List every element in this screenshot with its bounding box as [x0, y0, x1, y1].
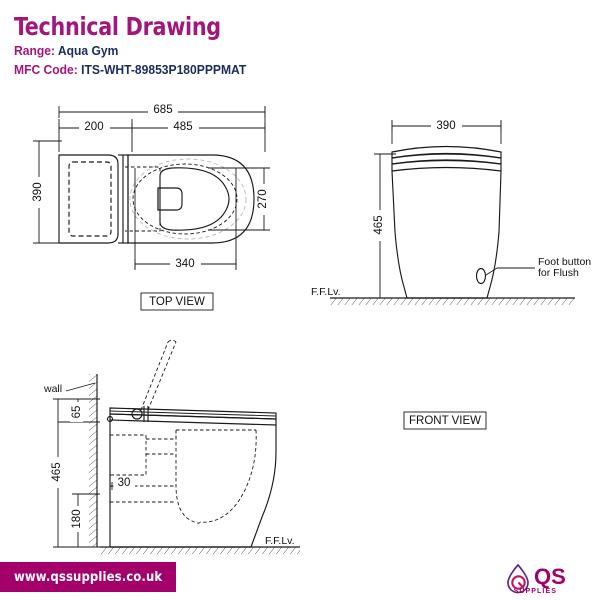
logo-supplies-text: SUPPLIES: [514, 588, 557, 595]
side-view-drawing: wall: [43, 339, 300, 554]
foot-button-annotation-line2: for Flush: [538, 267, 579, 279]
drawing-canvas: 685 200 485: [0, 92, 600, 562]
document-header: Technical Drawing Range: Aqua Gym MFC Co…: [14, 14, 264, 78]
front-view-label: FRONT VIEW: [403, 411, 487, 430]
dim-270: 270: [208, 167, 270, 231]
footer-url[interactable]: www.qssupplies.co.uk: [14, 570, 163, 585]
side-raised-lid: [140, 339, 177, 411]
top-view-label: TOP VIEW: [140, 292, 214, 311]
dim-390-top-text: 390: [32, 182, 44, 201]
side-floor-line: F.F.Lv.: [100, 535, 300, 554]
dim-180: 180: [71, 493, 100, 548]
dim-200: 200: [58, 119, 133, 133]
page-title: Technical Drawing: [14, 12, 221, 41]
hinge-icon: [131, 408, 143, 420]
front-view-drawing: 390 Foot button for Flush: [311, 117, 591, 430]
wall: wall: [43, 374, 98, 547]
dim-340: 340: [134, 168, 237, 270]
water-drop-icon: [507, 563, 529, 594]
dim-200-text: 200: [84, 121, 103, 133]
foot-button-annotation: Foot button for Flush: [485, 256, 591, 279]
dim-30: 30: [111, 476, 135, 490]
range-value: Aqua Gym: [57, 43, 119, 58]
side-floor-label: F.F.Lv.: [265, 535, 295, 547]
cistern-outline: [58, 154, 129, 244]
logo-qs-text: QS: [534, 564, 566, 589]
dim-65-text: 65: [71, 406, 83, 419]
dim-685-text: 685: [153, 104, 172, 116]
front-floor-line: F.F.Lv.: [311, 286, 575, 305]
front-view-label-text: FRONT VIEW: [409, 415, 481, 427]
dim-685: 685: [58, 102, 266, 118]
side-internal-details: [109, 429, 257, 524]
front-floor-label: F.F.Lv.: [311, 286, 341, 298]
bowl-outline: [125, 154, 255, 244]
front-lid: [391, 145, 502, 172]
dim-390-front: 390: [391, 117, 502, 132]
range-label: Range:: [14, 43, 55, 58]
foot-button-icon: [475, 267, 487, 285]
dim-465-front: 465: [372, 153, 396, 299]
wall-label: wall: [43, 383, 62, 395]
mfc-label: MFC Code:: [14, 61, 78, 77]
dim-390-front-text: 390: [436, 120, 455, 132]
dim-465-side-text: 465: [51, 462, 63, 481]
dim-180-text: 180: [71, 509, 83, 528]
dim-390-top: 390: [31, 140, 62, 244]
side-seat: [109, 407, 277, 426]
mfc-line: MFC Code: ITS-WHT-89853P180PPPMAT: [14, 61, 246, 79]
top-view-drawing: 685 200 485: [31, 102, 270, 311]
qs-supplies-logo: QS SUPPLIES: [505, 562, 591, 596]
top-view-label-text: TOP VIEW: [149, 296, 205, 308]
range-line: Range: Aqua Gym: [14, 42, 246, 60]
foot-button-annotation-line1: Foot button: [538, 256, 591, 268]
dim-465-front-text: 465: [373, 215, 385, 234]
footer-bar: [0, 562, 176, 592]
dim-340-text: 340: [175, 258, 194, 270]
dim-485-text: 485: [173, 121, 192, 133]
dim-485: 485: [132, 119, 266, 133]
dim-65: 65: [58, 398, 100, 423]
dim-270-text: 270: [257, 189, 269, 208]
mfc-value: ITS-WHT-89853P180PPPMAT: [81, 61, 247, 77]
dim-30-text: 30: [118, 477, 131, 489]
